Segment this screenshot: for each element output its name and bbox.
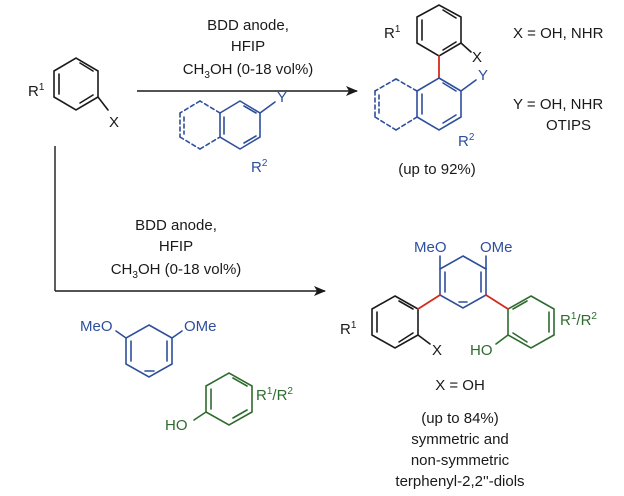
top-product-r1: R1 bbox=[384, 24, 401, 42]
reagent1-meo: MeO bbox=[80, 318, 113, 335]
bottom-product-ome: OMe bbox=[480, 239, 513, 256]
top-reagent-y: Y bbox=[277, 89, 287, 106]
bottom-conditions-line1: BDD anode, bbox=[135, 217, 217, 234]
bottom-product: MeO OMe R1 X HO R1/R2 X = OH (up to 84%)… bbox=[340, 239, 597, 490]
top-reagent-r2: R2 bbox=[251, 158, 268, 176]
dimethoxybenzene-ring bbox=[115, 324, 183, 378]
phenol-oh: HO bbox=[165, 417, 188, 434]
top-x-definition: X = OH, NHR bbox=[513, 25, 604, 42]
bottom-conditions-line2: HFIP bbox=[159, 238, 193, 255]
bottom-description-line1: symmetric and bbox=[411, 431, 509, 448]
top-product-r2: R2 bbox=[458, 132, 475, 150]
top-reagent: Y R2 bbox=[179, 89, 287, 176]
bottom-reagent-phenol: HO R1/R2 bbox=[165, 372, 293, 434]
bottom-description-line2: non-symmetric bbox=[411, 452, 510, 469]
reagent1-ome: OMe bbox=[184, 318, 217, 335]
top-reagent-structure bbox=[179, 100, 276, 150]
top-product-x: X bbox=[472, 49, 482, 66]
top-conditions-line1: BDD anode, bbox=[207, 17, 289, 34]
starting-material-x: X bbox=[109, 114, 119, 131]
bottom-product-ho: HO bbox=[470, 342, 493, 359]
bottom-yield: (up to 84%) bbox=[421, 410, 499, 427]
starting-material-ring bbox=[53, 57, 109, 111]
starting-material: R1 X bbox=[28, 57, 119, 131]
top-conditions-line2: HFIP bbox=[231, 38, 265, 55]
top-yield: (up to 92%) bbox=[398, 161, 476, 178]
bottom-conditions: BDD anode, HFIP CH3OH (0-18 vol%) bbox=[111, 217, 242, 281]
bottom-x-definition: X = OH bbox=[435, 377, 485, 394]
phenol-ring bbox=[193, 372, 253, 426]
starting-material-r1: R1 bbox=[28, 82, 45, 100]
top-product-structure bbox=[374, 4, 477, 131]
top-y-definition-line2: OTIPS bbox=[546, 117, 591, 134]
bottom-product-x: X bbox=[432, 342, 442, 359]
top-product: R1 X Y R2 X = OH, NHR Y = OH, NHR OTIPS … bbox=[374, 4, 604, 178]
bottom-product-r1-r2: R1/R2 bbox=[560, 311, 597, 329]
bottom-description-line3: terphenyl-2,2''-diols bbox=[395, 473, 524, 490]
bottom-conditions-line3: CH3OH (0-18 vol%) bbox=[111, 261, 242, 281]
top-product-y: Y bbox=[478, 67, 488, 84]
bottom-product-structure bbox=[371, 255, 555, 349]
top-conditions-line3: CH3OH (0-18 vol%) bbox=[183, 61, 314, 81]
bottom-reagent-dimethoxybenzene: MeO OMe bbox=[80, 318, 217, 378]
top-y-definition-line1: Y = OH, NHR bbox=[513, 96, 603, 113]
top-conditions: BDD anode, HFIP CH3OH (0-18 vol%) bbox=[183, 17, 314, 81]
bottom-product-meo: MeO bbox=[414, 239, 447, 256]
phenol-r1-r2: R1/R2 bbox=[256, 386, 293, 404]
bottom-product-r1: R1 bbox=[340, 320, 357, 338]
